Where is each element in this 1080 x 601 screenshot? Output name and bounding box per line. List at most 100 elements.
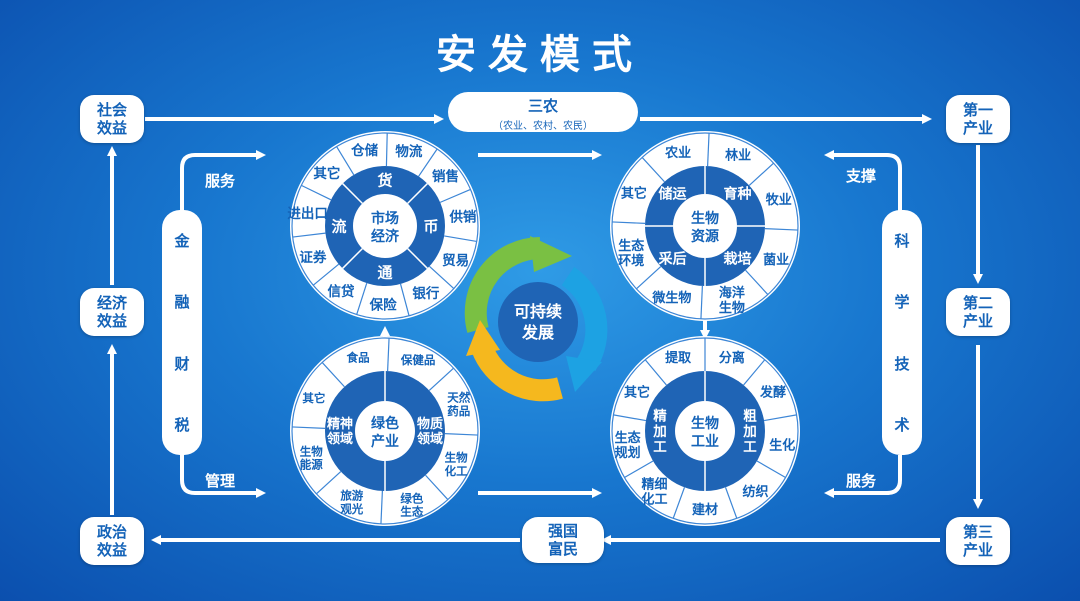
wheel-green-outer-label-6: 旅游观光 [340,489,363,516]
economic-benefit-line2: 效益 [96,312,127,330]
wheel-green-outer-label-1: 食品 [347,350,370,364]
cycle-blue-arc [561,266,608,371]
wheel-bio-core-label-2: 资源 [691,228,719,245]
science-support-arrow [824,150,902,215]
sustainability-cycle: 可持续 发展 [464,236,608,402]
tertiary-industry-line1: 第三 [962,523,993,541]
wheel-industry-inner-label-2: 精加工 [652,407,667,455]
wheel-market-inner-label-3: 通 [377,263,392,281]
wheel-market-core [353,194,417,258]
wheel-bio-outer-label-5: 海洋生物 [719,285,745,316]
wheel-industry-outer-label-2: 分离 [719,350,745,366]
qiangguo-fumin-box: 强国 富民 [522,517,604,563]
wheel-industry-inner-label-1: 粗加工 [742,407,757,455]
social-benefit-box: 社会 效益 [80,95,144,143]
political-benefit-box: 政治 效益 [80,517,144,565]
qiangguo-line2: 富民 [547,540,578,558]
wheel-industry: 生物工业粗加工精加工提取分离发酵生化纺织建材精细化工生态规划其它 [610,336,800,526]
secondary-industry-box: 第二 产业 [946,288,1010,336]
wheel-industry-outer-label-6: 建材 [692,502,718,518]
wheel-bio: 生物资源育种栽培采后储运农业林业牧业菌业海洋生物微生物生态环境其它 [610,131,800,321]
finance-char-2: 融 [174,293,190,312]
wheel-market: 市场经济货币通流仓储物流销售供销贸易银行保险信贷证券进出口其它 [287,131,480,321]
finance-serve-label: 服务 [205,172,236,190]
primary-industry-line1: 第一 [962,101,993,119]
wheel-industry-outer-label-8: 生态规划 [615,430,641,461]
cycle-yellow-head [466,320,500,356]
wheel-green-core-label-2: 产业 [371,433,399,450]
finance-serve-arrow [180,150,266,215]
finance-char-3: 财 [174,354,190,373]
secondary-industry-line2: 产业 [962,312,993,330]
wheel-industry-outer-label-9: 其它 [624,384,650,400]
sannong-subtitle: （农业、农村、农民） [493,121,593,132]
wheel-industry-core [675,401,735,461]
cycle-yellow-arc [471,343,563,402]
wheel-market-inner-label-4: 流 [331,217,346,235]
cycle-label-line1: 可持续 [514,302,562,321]
wheel-green-core-label-1: 绿色 [371,415,399,432]
finance-char-4: 税 [174,415,190,434]
wheel-bio-inner-label-1: 育种 [724,186,752,203]
secondary-industry-line1: 第二 [962,294,993,312]
wheel-green-outer-label-7: 生物能源 [300,444,323,471]
political-benefit-line2: 效益 [96,541,127,559]
wheel-industry-outer-label-5: 纺织 [742,484,768,500]
science-tech-bar: 科 学 技 术 [882,210,922,455]
cycle-green-head [530,236,572,272]
wheel-market-outer-label-1: 仓储 [350,142,378,159]
science-char-1: 科 [894,232,910,251]
social-benefit-line2: 效益 [96,119,127,137]
tertiary-industry-line2: 产业 [962,541,993,559]
wheel-green-core [355,401,415,461]
wheel-market-inner-label-1: 货 [377,171,392,189]
wheel-market-outer-label-11: 其它 [313,165,340,182]
wheel-bio-outer-label-8: 其它 [621,186,647,202]
cycle-label-line2: 发展 [521,323,555,342]
wheel-bio-outer-label-1: 农业 [664,145,691,161]
wheel-bio-core-label-1: 生物 [691,210,719,227]
wheel-bio-inner-label-4: 储运 [657,186,686,203]
wheel-industry-core-label-2: 工业 [691,434,719,450]
sannong-title: 三农 [527,97,558,115]
finance-tax-bar: 金 融 财 税 [162,210,202,455]
wheel-market-outer-label-4: 供销 [448,209,476,226]
wheel-bio-inner-label-2: 栽培 [724,251,752,268]
wheel-bio-outer-label-4: 菌业 [763,252,789,268]
wheel-industry-outer-label-1: 提取 [665,350,692,366]
primary-industry-box: 第一 产业 [946,95,1010,143]
wheel-bio-inner-label-3: 采后 [657,251,686,268]
wheel-market-core-label-2: 经济 [371,228,400,245]
wheel-green-outer-label-8: 其它 [302,391,325,405]
economic-benefit-line1: 经济 [96,294,127,312]
wheel-market-outer-label-8: 信贷 [328,283,355,300]
wheel-market-outer-label-7: 保险 [369,296,397,313]
wheel-market-inner-label-2: 币 [423,217,438,235]
finance-manage-arrow [180,455,266,498]
wheel-industry-outer-label-7: 精细化工 [642,476,668,507]
sannong-pill: 三农 （农业、农村、农民） [448,92,638,132]
wheel-market-outer-label-9: 证券 [299,249,326,266]
finance-manage-label: 管理 [205,472,236,490]
wheel-bio-outer-label-6: 微生物 [651,290,691,306]
wheel-market-outer-label-2: 物流 [395,143,422,160]
qiangguo-line1: 强国 [547,522,578,540]
cycle-center-disc [498,282,578,362]
flow-lines [107,114,983,545]
political-benefit-line1: 政治 [96,523,127,541]
page-title: 安发模式 [436,31,644,78]
economic-benefit-box: 经济 效益 [80,288,144,336]
wheel-market-outer-label-3: 销售 [432,168,459,185]
wheel-industry-outer-label-4: 生化 [769,437,795,453]
wheel-green-inner-label-1: 物质领域 [417,416,443,447]
wheel-green: 绿色产业物质领域精神领域食品保健品天然药品生物化工绿色生态旅游观光生物能源其它 [290,336,480,526]
science-serve-label: 服务 [846,472,877,490]
wheel-bio-outer-label-2: 林业 [725,148,751,164]
wheel-market-outer-label-5: 贸易 [442,252,469,269]
wheel-market-core-label-1: 市场 [371,210,399,227]
wheel-industry-outer-label-3: 发酵 [759,384,786,400]
cycle-blue-head [566,356,602,392]
wheel-green-outer-label-4: 生物化工 [445,451,468,478]
